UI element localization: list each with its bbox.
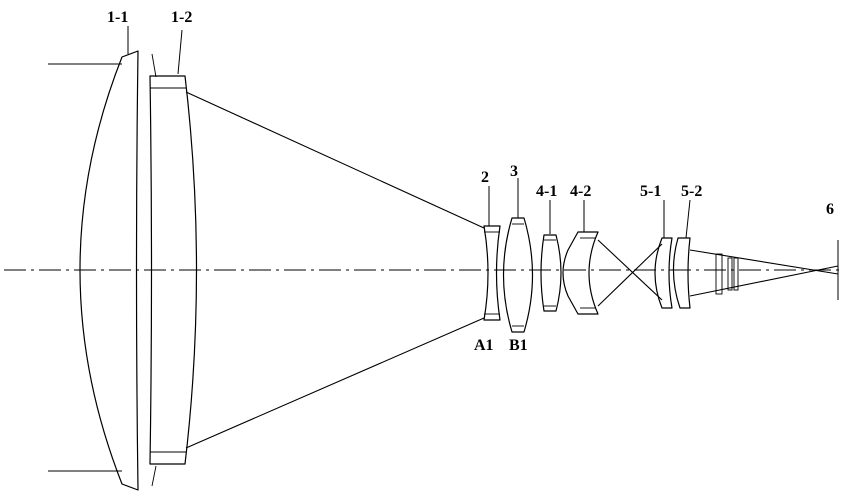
label-3: 3 bbox=[510, 163, 518, 180]
lens-1-1 bbox=[79, 50, 157, 491]
label-6: 6 bbox=[826, 201, 834, 218]
converging-rays bbox=[185, 91, 485, 449]
label-A1: A1 bbox=[474, 337, 494, 354]
lens-3 bbox=[502, 217, 534, 333]
lens-4-2 bbox=[562, 231, 599, 315]
label-4-1: 4-1 bbox=[536, 183, 557, 200]
label-B1: B1 bbox=[509, 337, 528, 354]
lens-5-2 bbox=[672, 237, 691, 309]
lens-5-1 bbox=[654, 237, 673, 309]
lens-1-2 bbox=[149, 75, 198, 465]
incoming-rays bbox=[48, 63, 122, 472]
leader-lines bbox=[127, 26, 691, 239]
label-1-2: 1-2 bbox=[171, 9, 192, 26]
label-5-1: 5-1 bbox=[640, 183, 661, 200]
focusing-rays bbox=[689, 249, 839, 297]
label-4-2: 4-2 bbox=[570, 183, 591, 200]
lens-4-1 bbox=[540, 234, 562, 312]
label-1-1: 1-1 bbox=[107, 9, 128, 26]
crossing-rays bbox=[597, 239, 663, 307]
label-2: 2 bbox=[481, 169, 489, 186]
lens-2 bbox=[483, 225, 501, 321]
label-5-2: 5-2 bbox=[681, 183, 702, 200]
